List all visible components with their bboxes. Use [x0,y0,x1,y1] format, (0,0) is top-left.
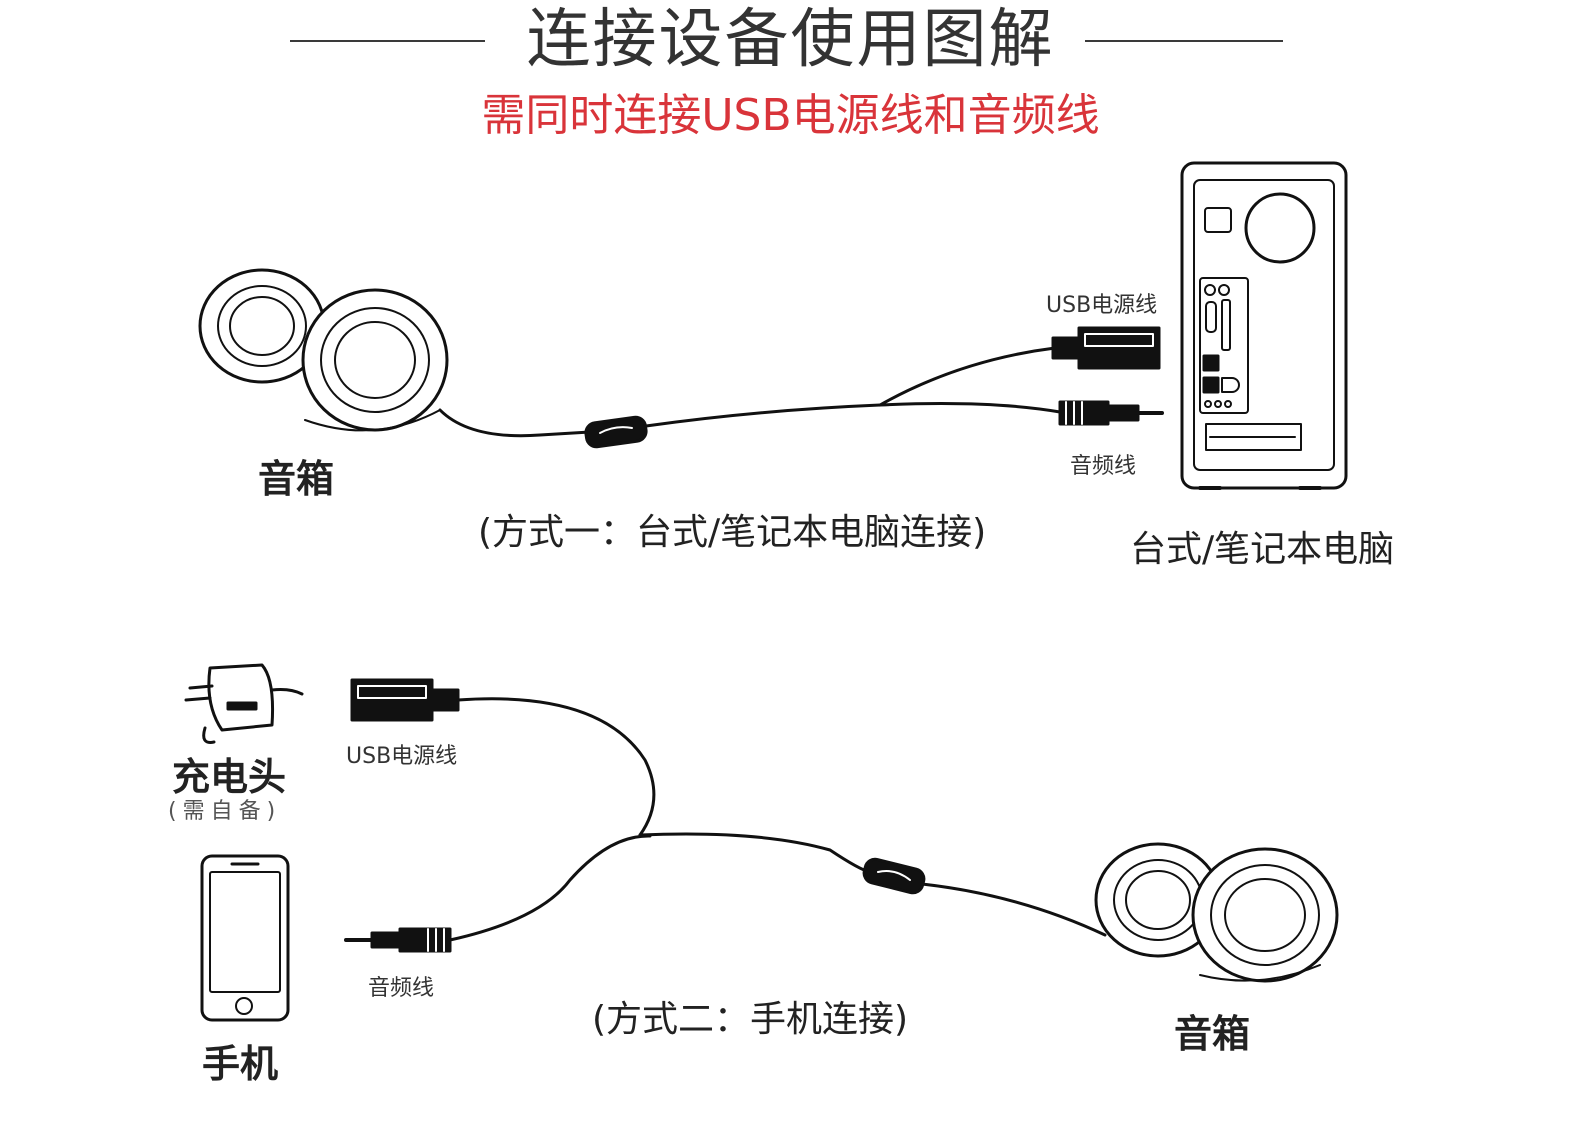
page-title: 连接设备使用图解 [526,3,1055,77]
phone-icon [200,854,290,1022]
inline-switch-icon [584,415,648,449]
method-two-caption: (方式二：手机连接) [592,999,909,1040]
phone-label: 手机 [202,1042,279,1081]
cable-main-two [638,832,872,874]
method-one-caption: (方式一：台式/笔记本电脑连接) [478,512,987,553]
speaker-label-two: 音箱 [1174,1012,1251,1056]
usb-label-two: USB电源线 [346,744,458,769]
usb-label-one: USB电源线 [1046,293,1158,318]
speaker-icon [198,268,449,432]
cable-main-one [438,408,592,438]
charger-icon [184,663,304,744]
audio-jack-icon [1058,400,1164,426]
usb-plug-icon [350,678,460,722]
title-rule-left [290,40,485,42]
audio-label-two: 音频线 [368,976,435,1001]
inline-switch-icon [862,857,926,895]
audio-label-one: 音频线 [1070,454,1137,479]
computer-label: 台式/笔记本电脑 [1130,529,1395,570]
speaker-icon [1094,842,1339,983]
title-rule-right [1085,40,1283,42]
speaker-label-one: 音箱 [258,457,335,501]
charger-note: (需自备) [168,799,282,824]
cable-audio-two [448,834,652,942]
cable-usb-two [456,697,656,837]
charger-label: 充电头 [172,755,287,799]
computer-tower-icon [1180,161,1348,490]
page-subtitle: 需同时连接USB电源线和音频线 [481,90,1100,141]
audio-jack-icon [344,927,452,953]
usb-plug-icon [1051,326,1161,370]
